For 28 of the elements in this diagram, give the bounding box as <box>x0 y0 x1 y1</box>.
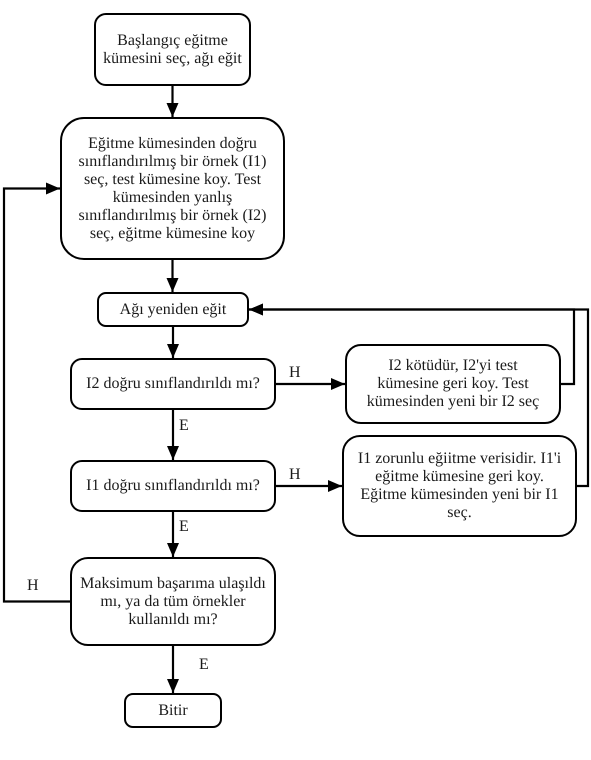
terminal-box <box>124 693 222 728</box>
step-text: Ağı yeniden eğit <box>120 300 226 318</box>
question-text: I2 doğru sınıflandırıldı mı? <box>86 375 260 393</box>
step-text: Eğitme kümesinden doğru sınıflandırılmış bir örnek (I1) seç, test kümesine koy. Test kümesinden yanlış sınıflandırılmış bir örnek (I2) seç, eğitme kümesine koy <box>78 134 268 242</box>
step-text: I2 kötüdür, I2'yi test kümesine geri koy. Test kümesinden yeni bir I2 seç <box>366 357 540 411</box>
end-text: Bitir <box>158 702 188 720</box>
arrow <box>2 182 70 603</box>
arrow <box>166 260 178 292</box>
question-text: Maksimum başarıma ulaşıldı mı, ya da tüm örnekler kullanıldı mı? <box>79 574 267 628</box>
question-text: I1 doğru sınıflandırıldı mı? <box>86 477 260 495</box>
arrow <box>167 327 179 358</box>
arrow <box>166 86 178 117</box>
arrow <box>167 646 179 693</box>
step-text: I1 zorunlu eğiitme verisidir. I1'i eğitme kümesine geri koy. Eğitme kümesinden yeni bir I1 seç. <box>356 450 562 522</box>
decision-box <box>70 557 276 646</box>
arrow <box>167 410 179 460</box>
process-box <box>342 435 577 537</box>
arrow <box>167 512 179 557</box>
process-box <box>94 13 251 86</box>
decision-box <box>70 358 276 410</box>
arrow <box>276 378 345 390</box>
step-text: Başlangıç eğitme kümesini seç, ağı eğit <box>102 32 243 68</box>
decision-box <box>70 460 276 512</box>
process-box <box>60 117 285 260</box>
process-box <box>97 292 249 327</box>
arrow <box>276 480 342 492</box>
process-box <box>345 344 561 424</box>
arrow <box>249 304 590 488</box>
